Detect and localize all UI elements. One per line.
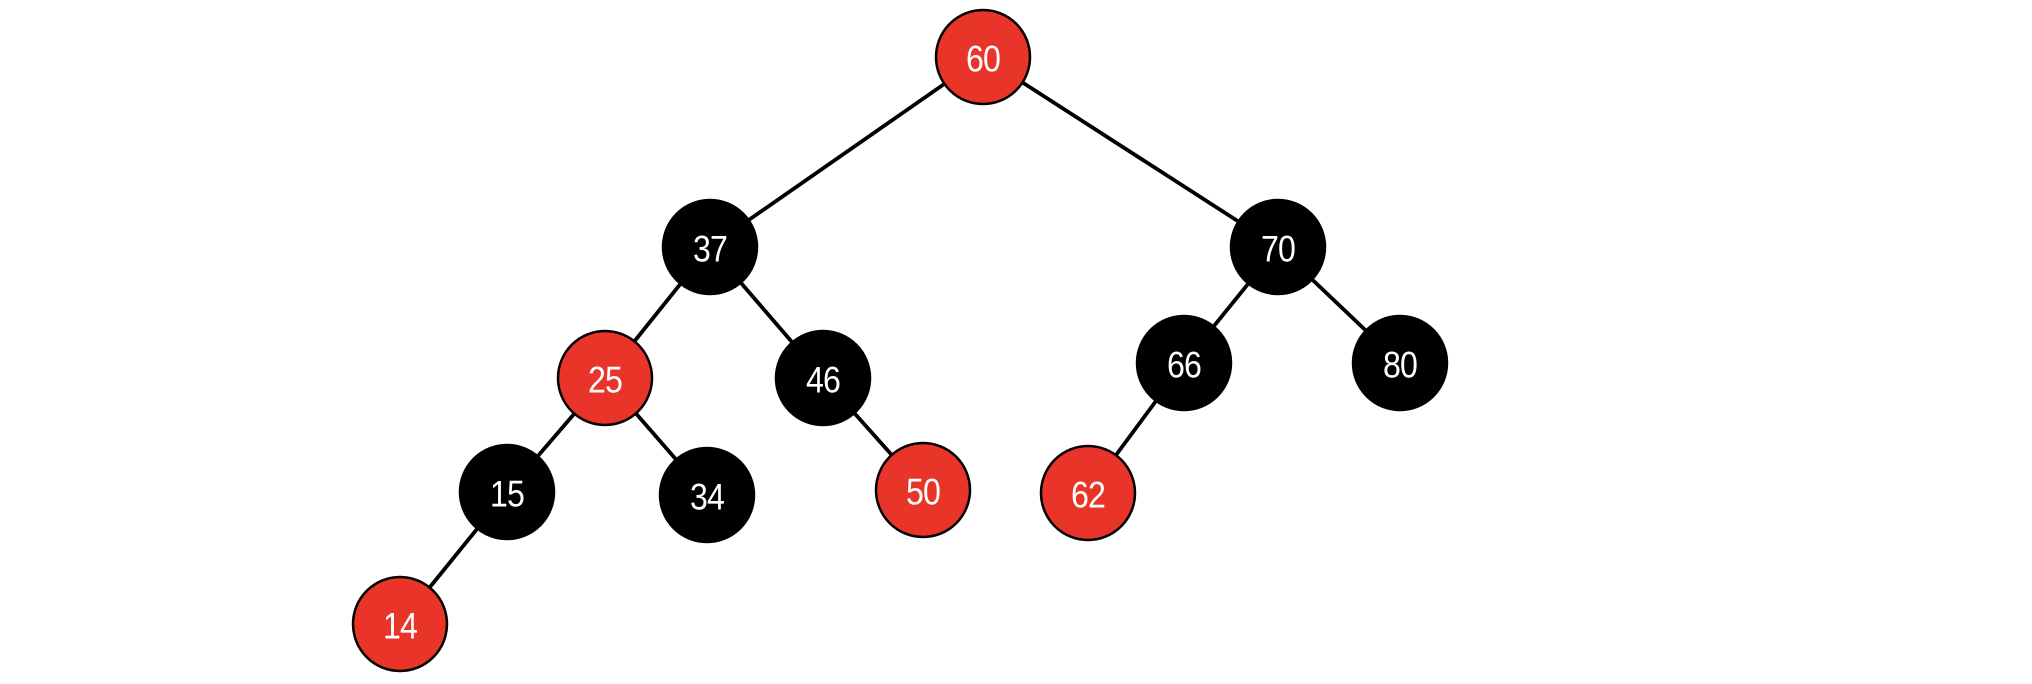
tree-node-60: 60 — [934, 8, 1032, 106]
tree-node-circle-red — [1039, 444, 1137, 542]
tree-node-70: 70 — [1229, 198, 1327, 296]
tree-node-circle-black — [661, 198, 759, 296]
tree-node-circle-red — [351, 575, 449, 673]
tree-node-circle-black — [458, 443, 556, 541]
tree-node-80: 80 — [1351, 314, 1449, 412]
tree-node-label: 66 — [1167, 345, 1201, 386]
tree-node-circle-black — [658, 446, 756, 544]
tree-node-15: 15 — [458, 443, 556, 541]
tree-node-62: 62 — [1039, 444, 1137, 542]
tree-node-label: 80 — [1383, 345, 1417, 386]
tree-node-label: 50 — [906, 472, 940, 513]
tree-node-circle-red — [934, 8, 1032, 106]
tree-node-circle-black — [1135, 314, 1233, 412]
tree-node-circle-red — [556, 329, 654, 427]
tree-node-37: 37 — [661, 198, 759, 296]
tree-node-label: 70 — [1261, 229, 1295, 270]
tree-node-label: 46 — [806, 360, 840, 401]
tree-node-label: 62 — [1071, 475, 1105, 516]
tree-node-label: 60 — [966, 39, 1000, 80]
tree-node-circle-black — [1229, 198, 1327, 296]
tree-node-circle-black — [1351, 314, 1449, 412]
tree-node-25: 25 — [556, 329, 654, 427]
tree-node-circle-black — [774, 329, 872, 427]
tree-node-label: 15 — [490, 474, 524, 515]
tree-node-label: 14 — [383, 606, 417, 647]
tree-node-46: 46 — [774, 329, 872, 427]
tree-node-34: 34 — [658, 446, 756, 544]
tree-node-66: 66 — [1135, 314, 1233, 412]
tree-node-14: 14 — [351, 575, 449, 673]
tree-edge-60-37 — [708, 55, 985, 249]
tree-node-label: 37 — [693, 229, 727, 270]
tree-node-label: 34 — [690, 477, 724, 518]
tree-node-50: 50 — [874, 441, 972, 539]
tree-node-circle-red — [874, 441, 972, 539]
tree-edge-60-70 — [981, 55, 1280, 249]
tree-node-label: 25 — [588, 360, 622, 401]
